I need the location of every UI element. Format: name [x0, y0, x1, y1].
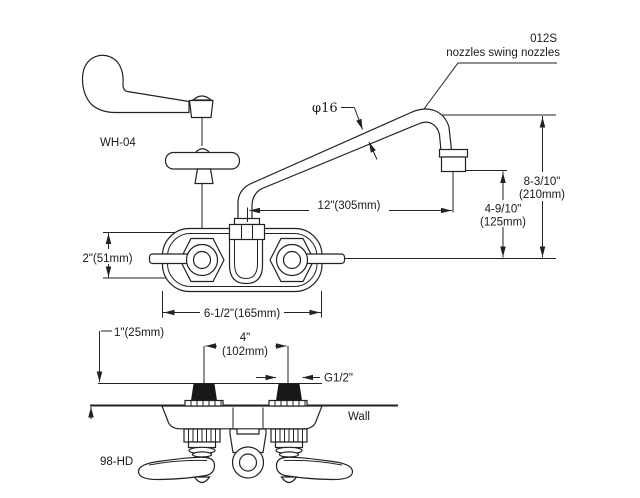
- outlet-port: [238, 453, 258, 472]
- wrist-handle-mount: [188, 99, 214, 119]
- cross-handle-bar: [164, 151, 241, 170]
- right-shank-flange: [268, 399, 308, 407]
- body-width-dim: 6-1/2"(165mm): [204, 308, 280, 320]
- total-height-dim-in: 8-3/10": [524, 176, 561, 188]
- wrist-handle-dome: [191, 95, 213, 101]
- faucet-body-front-view: [148, 227, 346, 293]
- right-lever-handle: [275, 456, 354, 481]
- shank-extension-dim: 1"(25mm): [114, 327, 164, 339]
- inlet-centers-dim-in: 4": [240, 332, 250, 344]
- cross-handle: [164, 148, 241, 239]
- lever-handle-model-label: 98-HD: [100, 456, 133, 468]
- cross-handle-stem: [194, 168, 214, 185]
- spout-nut: [228, 223, 266, 241]
- outlet-height-dim-mm: (125mm): [480, 217, 526, 229]
- wrist-handle-wh04: [81, 54, 214, 146]
- thread-size-label: G1/2": [324, 373, 353, 385]
- faucet-bottom-view: [90, 383, 398, 484]
- swing-spout: [228, 108, 469, 241]
- total-height-dim-mm: (210mm): [519, 189, 565, 201]
- callout-desc-label: nozzles swing nozzles: [446, 47, 560, 59]
- body-height-dim: 2"(51mm): [82, 253, 132, 265]
- spout-base-bell: [228, 233, 264, 285]
- body-back-view: [161, 405, 323, 430]
- left-valve-stem: [192, 250, 212, 270]
- callout-model-label: 012S: [530, 33, 557, 45]
- left-lever-handle: [137, 456, 216, 481]
- outlet-height-dim-in: 4-9/10": [485, 204, 522, 216]
- spout-diameter-label: φ16: [312, 101, 338, 116]
- wrist-handle-model-label: WH-04: [100, 137, 136, 149]
- nozzle-ring: [438, 148, 469, 158]
- dimension-arrows: [88, 107, 546, 419]
- left-shank-flange: [184, 399, 224, 407]
- left-inlet-shank: [190, 383, 218, 401]
- nozzle-tip: [440, 156, 467, 173]
- right-lever-screw-cap: [280, 476, 298, 484]
- spout-reach-dim: 12"(305mm): [318, 200, 381, 212]
- right-inlet-shank: [275, 383, 303, 401]
- inlet-centers-dim-mm: (102mm): [222, 346, 268, 358]
- left-lever-screw-cap: [193, 476, 211, 484]
- wrist-blade: [81, 54, 190, 114]
- wall-label: Wall: [348, 411, 370, 423]
- right-valve-stem: [282, 250, 302, 270]
